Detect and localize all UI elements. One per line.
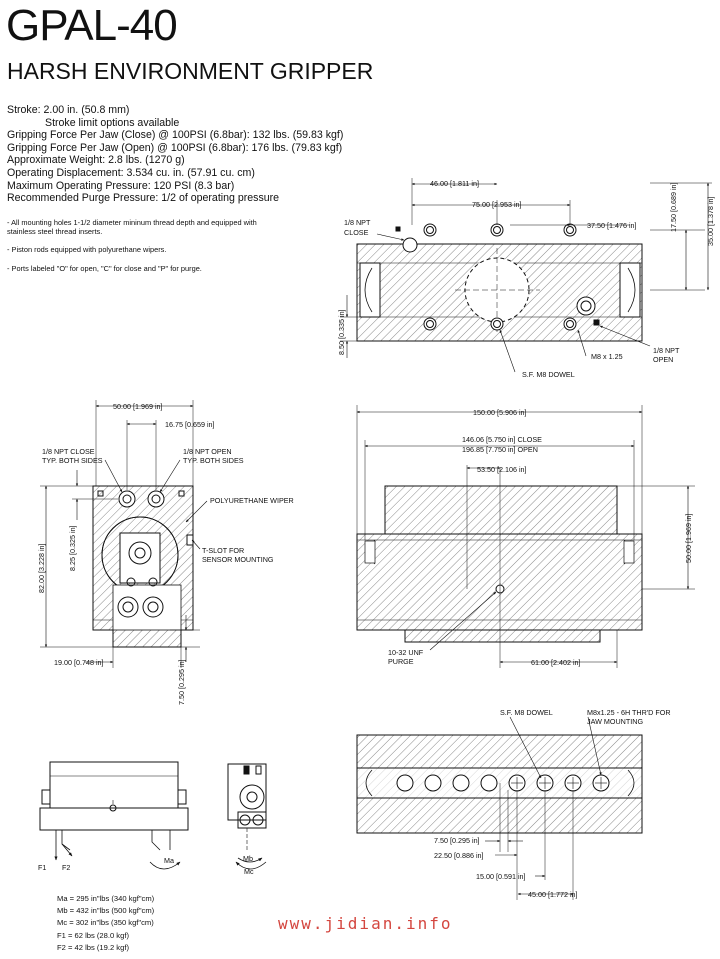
dim-8-25: 8.25 [0.325 in] xyxy=(68,525,77,571)
dim-37-5: 37.50 [1.476 in] xyxy=(587,221,637,230)
dim-50-front: 50.00 [1.969 in] xyxy=(684,513,693,563)
label-ma: Ma xyxy=(164,856,174,865)
label-mc: Mc xyxy=(244,867,254,876)
spec-stroke-limit: Stroke limit options available xyxy=(45,116,180,129)
dim-46: 46.00 [1.811 in] xyxy=(430,179,479,188)
page-subtitle: HARSH ENVIRONMENT GRIPPER xyxy=(7,58,374,84)
bottom-view xyxy=(356,716,643,900)
front-view-labels: 150.00 [5.906 in] 146.06 [5.750 in] CLOS… xyxy=(388,408,693,667)
spec-purge-pressure: Recommended Purge Pressure: 1/2 of opera… xyxy=(7,192,280,205)
label-dowel: S.F. M8 DOWEL xyxy=(522,370,575,379)
label-purge-thread: 10-32 UNF xyxy=(388,648,424,657)
dim-61: 61.00 [2.402 in] xyxy=(531,658,581,667)
label-mb: Mb xyxy=(243,854,253,863)
label-jaw-thread: M8x1.25 - 6H THR'D FOR xyxy=(587,708,671,717)
spec-force-open: Gripping Force Per Jaw (Open) @ 100PSI (… xyxy=(7,141,343,154)
label-f2: F2 xyxy=(62,863,70,872)
dim-146: 146.06 [5.750 in] CLOSE xyxy=(462,435,542,444)
page-title: GPAL-40 xyxy=(6,1,178,50)
label-jaw-mounting: JAW MOUNTING xyxy=(587,717,643,726)
dim-16-75: 16.75 [0.659 in] xyxy=(165,420,215,429)
label-npt-open-side: 1/8 NPT OPEN xyxy=(183,447,232,456)
label-purge: PURGE xyxy=(388,657,414,666)
dim-45: 45.00 [1.772 in] xyxy=(528,890,578,899)
spec-max-pressure: Maximum Operating Pressure: 120 PSI (8.3… xyxy=(7,179,235,192)
label-wiper: POLYURETHANE WIPER xyxy=(210,496,294,505)
dim-19: 19.00 [0.748 in] xyxy=(54,658,104,667)
label-typ-close: TYP. BOTH SIDES xyxy=(42,456,103,465)
label-npt-close-side: 1/8 NPT CLOSE xyxy=(42,447,95,456)
force-f2: F2 = 42 lbs (19.2 kgf) xyxy=(57,942,129,952)
spec-weight: Approximate Weight: 2.8 lbs. (1270 g) xyxy=(7,154,185,167)
top-view-labels: 46.00 [1.811 in] 75.00 [2.953 in] 37.50 … xyxy=(337,179,715,379)
spec-force-close: Gripping Force Per Jaw (Close) @ 100PSI … xyxy=(7,129,344,142)
force-diagram xyxy=(39,761,189,870)
label-typ-open: TYP. BOTH SIDES xyxy=(183,456,244,465)
dim-196: 196.85 [7.750 in] OPEN xyxy=(462,445,538,454)
label-close: CLOSE xyxy=(344,228,369,237)
label-npt-close: 1/8 NPT xyxy=(344,218,371,227)
label-m8: M8 x 1.25 xyxy=(591,352,623,361)
label-sensor: SENSOR MOUNTING xyxy=(202,555,274,564)
note-piston-rods: - Piston rods equipped with polyurethane… xyxy=(7,245,167,255)
force-diagram-small xyxy=(227,763,267,870)
force-ratings: Ma = 295 in"lbs (340 kgf"cm) Mb = 432 in… xyxy=(57,893,154,954)
spec-displacement: Operating Displacement: 3.534 cu. in. (5… xyxy=(7,166,255,179)
side-view-labels: 50.00 [1.969 in] 16.75 [0.659 in] 1/8 NP… xyxy=(37,402,294,705)
bottom-view-labels: S.F. M8 DOWEL M8x1.25 - 6H THR'D FOR JAW… xyxy=(434,708,671,899)
dim-75: 75.00 [2.953 in] xyxy=(472,200,522,209)
notes: - All mounting holes 1-1/2 diameter mini… xyxy=(7,218,257,282)
note-ports: - Ports labeled "O" for open, "C" for cl… xyxy=(7,263,202,273)
force-f1: F1 = 62 lbs (28.0 kgf) xyxy=(57,930,129,940)
spec-stroke: Stroke: 2.00 in. (50.8 mm) xyxy=(7,104,130,116)
dim-15: 15.00 [0.591 in] xyxy=(476,872,526,881)
dim-8-5: 8.50 [0.335 in] xyxy=(337,309,346,355)
force-diagram-labels: F1 F2 Ma Mb Mc xyxy=(38,854,254,876)
dim-17-5: 17.50 [0.689 in] xyxy=(669,182,678,232)
top-view xyxy=(340,178,712,373)
dim-82: 82.00 [3.228 in] xyxy=(37,543,46,593)
note-mounting-holes: - All mounting holes 1-1/2 diameter mini… xyxy=(7,218,257,237)
watermark: www.jidian.info xyxy=(278,914,453,933)
dim-7-5-bottom: 7.50 [0.295 in] xyxy=(434,836,480,845)
dim-35: 35.00 [1.378 in] xyxy=(706,196,715,246)
label-open: OPEN xyxy=(653,355,673,364)
spec-list: Stroke: 2.00 in. (50.8 mm) Stroke limit … xyxy=(7,104,343,205)
label-dowel-bottom: S.F. M8 DOWEL xyxy=(500,708,553,717)
dim-50-side: 50.00 [1.969 in] xyxy=(113,402,163,411)
dim-7-5-side: 7.50 [0.295 in] xyxy=(177,659,186,705)
dim-150: 150.00 [5.906 in] xyxy=(473,408,527,417)
force-ma: Ma = 295 in"lbs (340 kgf"cm) xyxy=(57,894,155,903)
label-npt-open: 1/8 NPT xyxy=(653,346,680,355)
dim-22-5: 22.50 [0.886 in] xyxy=(434,851,484,860)
force-mb: Mb = 432 in"lbs (500 kgf"cm) xyxy=(57,906,155,916)
force-mc: Mc = 302 in"lbs (350 kgf"cm) xyxy=(57,918,154,928)
side-view xyxy=(40,400,208,668)
label-tslot: T-SLOT FOR xyxy=(202,546,244,555)
front-view xyxy=(356,405,695,668)
dim-53-5: 53.50 [2.106 in] xyxy=(477,465,527,474)
label-f1: F1 xyxy=(38,863,46,872)
